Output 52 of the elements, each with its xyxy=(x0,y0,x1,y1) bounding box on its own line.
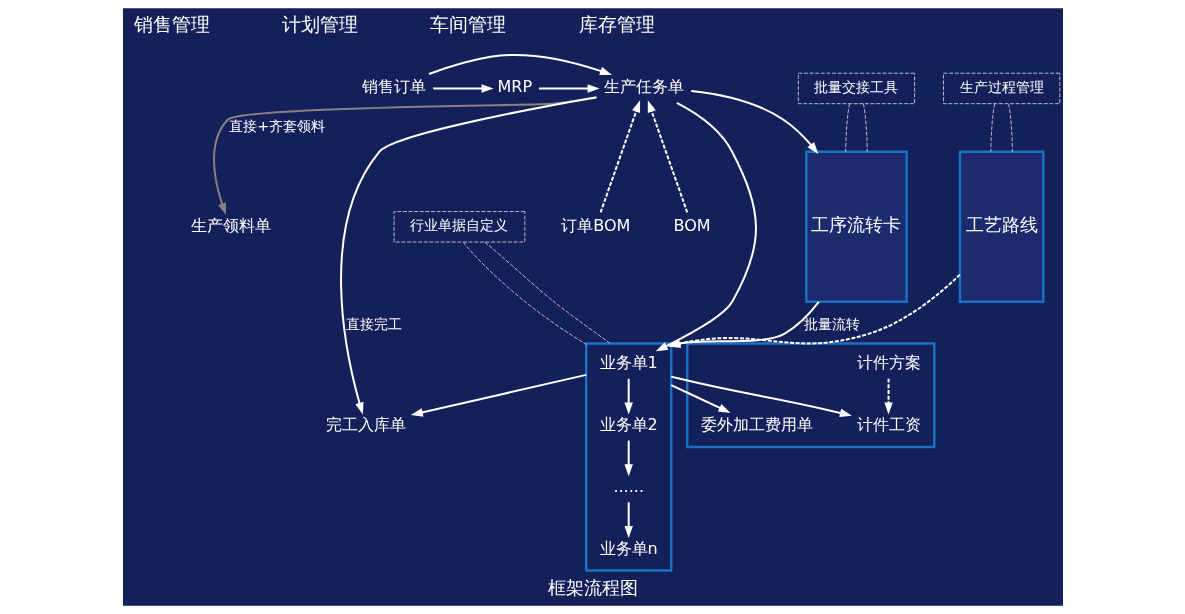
node-text: ...... xyxy=(612,476,644,496)
node-text: MRP xyxy=(496,77,532,97)
edge-label: 直接完工 xyxy=(345,316,402,333)
node-text: 完工入库单 xyxy=(325,415,406,435)
arrow xyxy=(432,84,494,93)
node-text: 计件方案 xyxy=(856,353,921,373)
arrow xyxy=(670,384,731,413)
arrow xyxy=(690,89,818,155)
node-text: BOM xyxy=(672,215,711,235)
connector xyxy=(1007,103,1013,153)
cluster xyxy=(685,342,935,449)
node-box: 批量交接工具 xyxy=(797,72,915,105)
node-text: 销售订单 xyxy=(361,77,426,97)
label: 销售管理 xyxy=(133,12,210,36)
label: 计划管理 xyxy=(281,12,358,36)
arrow xyxy=(623,378,633,415)
connector xyxy=(483,241,611,344)
arrow xyxy=(599,100,640,213)
arrow xyxy=(339,96,597,415)
node-text: 委外加工费用单 xyxy=(700,415,813,435)
connector xyxy=(862,103,868,153)
node-text: 业务单1 xyxy=(599,353,658,373)
node-text: 生产任务单 xyxy=(603,77,684,97)
arrow xyxy=(655,102,757,352)
node-text: 计件工资 xyxy=(856,415,921,435)
arrow xyxy=(623,440,633,477)
arrow xyxy=(538,84,600,93)
arrow xyxy=(428,54,612,75)
caption: 框架流程图 xyxy=(547,578,638,599)
arrow xyxy=(212,96,597,215)
edge-label: 直接+齐套领料 xyxy=(228,118,325,135)
arrow xyxy=(410,373,586,417)
label: 库存管理 xyxy=(578,12,655,36)
connector xyxy=(844,103,850,153)
arrow xyxy=(883,378,893,415)
node-text: 业务单2 xyxy=(599,415,658,435)
arrow xyxy=(623,502,633,539)
arrow xyxy=(647,100,688,213)
node-box: 生产过程管理 xyxy=(942,72,1060,105)
label: 车间管理 xyxy=(429,12,506,36)
edge-label: 批量流转 xyxy=(803,316,860,333)
connector xyxy=(989,103,995,153)
node-text: 订单BOM xyxy=(560,215,630,235)
arrow xyxy=(667,301,820,348)
node-box: 工艺路线 xyxy=(958,150,1045,303)
node-box: 工序流转卡 xyxy=(804,150,908,303)
node-text: 业务单n xyxy=(599,538,658,558)
node-text: 生产领料单 xyxy=(190,215,271,235)
arrow xyxy=(670,375,852,418)
node-box: 行业单据自定义 xyxy=(393,211,525,243)
connector xyxy=(462,241,587,345)
arrow xyxy=(667,273,961,348)
